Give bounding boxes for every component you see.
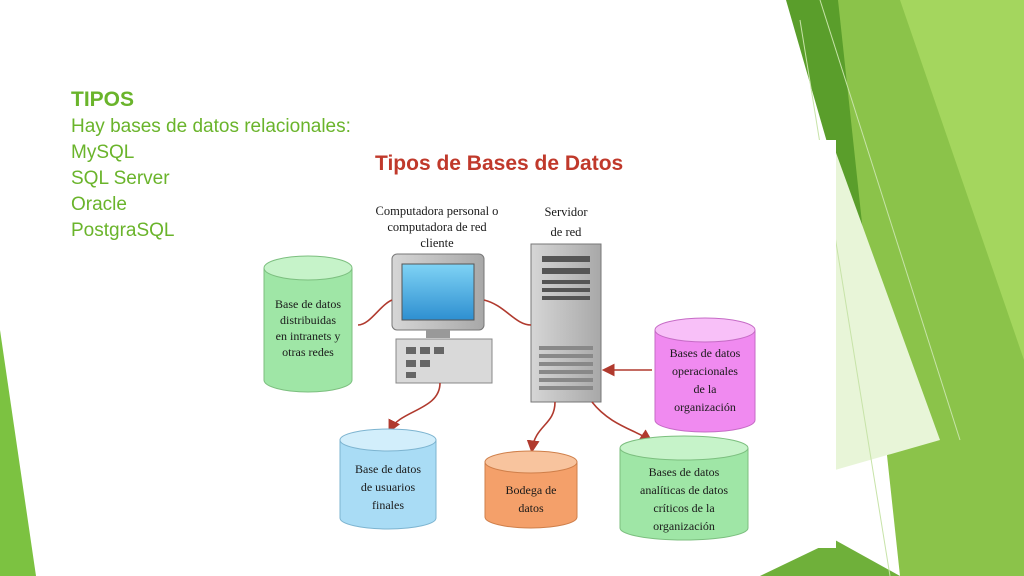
db-analytical-line-4: organización bbox=[653, 519, 715, 533]
thin-line-2 bbox=[819, 0, 961, 441]
network-server bbox=[530, 243, 602, 403]
connector-server-analytical bbox=[591, 401, 653, 442]
db-distributed-line-3: en intranets y bbox=[276, 329, 341, 343]
server-label-line-1: Servidor bbox=[544, 205, 588, 219]
db-analytical-line-3: críticos de la bbox=[653, 501, 715, 515]
connector-computer-endusers bbox=[388, 382, 441, 433]
client-computer bbox=[391, 253, 493, 384]
db-analytical: Bases de datos analíticas de datos críti… bbox=[619, 435, 749, 541]
diagram-title: Tipos de Bases de Datos bbox=[375, 152, 623, 175]
computer-label-line-2: computadora de red bbox=[387, 220, 487, 234]
db-operational-line-4: organización bbox=[674, 400, 736, 414]
slide-heading: TIPOS bbox=[71, 88, 135, 111]
db-end-users-line-1: Base de datos bbox=[355, 462, 421, 476]
slide-line-sqlserver: SQL Server bbox=[71, 168, 170, 189]
db-distributed-line-4: otras redes bbox=[282, 345, 334, 359]
server-label-line-2: de red bbox=[551, 225, 583, 239]
left-green-stripe bbox=[0, 330, 36, 576]
db-warehouse-line-1: Bodega de bbox=[506, 483, 557, 497]
slide-line-mysql: MySQL bbox=[71, 142, 135, 163]
db-distributed-line-2: distribuidas bbox=[280, 313, 336, 327]
db-operational: Bases de datos operacionales de la organ… bbox=[654, 317, 756, 433]
db-operational-line-3: de la bbox=[694, 382, 718, 396]
db-distributed: Base de datos distribuidas en intranets … bbox=[263, 255, 353, 393]
thin-line-1 bbox=[799, 19, 891, 576]
db-operational-line-1: Bases de datos bbox=[670, 346, 741, 360]
slide-line-intro: Hay bases de datos relacionales: bbox=[71, 116, 351, 137]
connector-computer-server bbox=[483, 299, 532, 326]
connectors bbox=[357, 299, 653, 454]
db-end-users: Base de datos de usuarios finales bbox=[339, 428, 437, 530]
right-bright-triangle bbox=[900, 0, 1024, 360]
bottom-green-wedge bbox=[760, 540, 900, 576]
monitor-stand bbox=[426, 330, 450, 338]
slide-text-block: TIPOS Hay bases de datos relacionales: M… bbox=[71, 86, 351, 244]
connector-server-warehouse bbox=[526, 401, 556, 454]
db-analytical-line-2: analíticas de datos bbox=[640, 483, 728, 497]
connector-computer-distributed bbox=[357, 299, 393, 326]
database-types-diagram: Tipos de Bases de Datos Computadora pers… bbox=[240, 140, 836, 548]
right-pale-triangle bbox=[835, 150, 940, 470]
db-distributed-line-1: Base de datos bbox=[275, 297, 341, 311]
db-end-users-line-3: finales bbox=[372, 498, 404, 512]
computer-label-line-1: Computadora personal o bbox=[376, 204, 499, 218]
slide-line-postgresql: PostgraSQL bbox=[71, 220, 175, 241]
db-warehouse-line-2: datos bbox=[518, 501, 544, 515]
db-warehouse: Bodega de datos bbox=[484, 450, 578, 529]
db-analytical-line-1: Bases de datos bbox=[649, 465, 720, 479]
db-end-users-line-2: de usuarios bbox=[361, 480, 416, 494]
slide-line-oracle: Oracle bbox=[71, 194, 127, 215]
computer-label-line-3: cliente bbox=[420, 236, 454, 250]
monitor-screen bbox=[401, 263, 475, 321]
db-operational-line-2: operacionales bbox=[672, 364, 738, 378]
